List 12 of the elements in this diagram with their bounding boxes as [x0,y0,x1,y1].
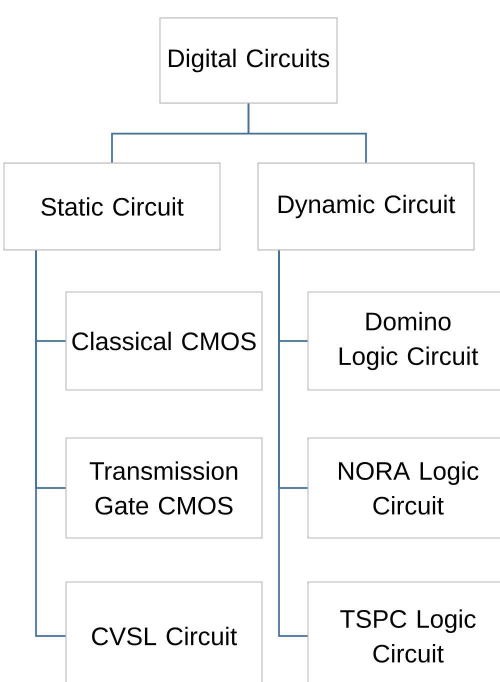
category-box: CVSL Circuit [65,581,263,682]
category-box: Static Circuit [3,162,221,250]
category-box: Domino Logic Circuit [307,291,500,391]
category-box: TSPC Logic Circuit [307,581,500,682]
category-box: Digital Circuits [159,17,338,104]
connector [248,104,367,162]
category-box: Transmission Gate CMOS [65,437,263,539]
category-box: Classical CMOS [65,291,263,391]
category-box: Dynamic Circuit [257,162,475,250]
connector [35,250,66,637]
category-box: NORA Logic Circuit [307,437,500,539]
connector [278,250,308,637]
